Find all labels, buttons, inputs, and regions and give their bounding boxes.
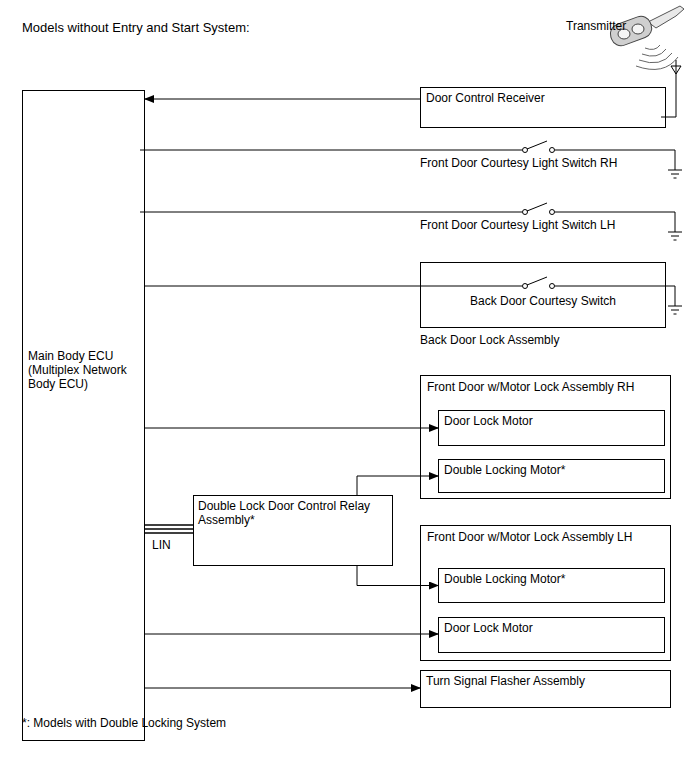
wire-line: [145, 524, 193, 525]
switch-back-door: [420, 277, 682, 314]
assembly-box: Back Door Courtesy SwitchBack Door Lock …: [420, 262, 666, 328]
wire-line: [145, 286, 420, 287]
box-label: Turn Signal Flasher Assembly: [421, 671, 670, 691]
title: Models without Entry and Start System:: [22, 21, 250, 35]
flasher-box: Turn Signal Flasher Assembly: [420, 670, 671, 708]
motor-box: Door Lock Motor: [438, 617, 665, 653]
switch-name: Front Door Courtesy Light Switch RH: [420, 156, 617, 170]
bus-name: LIN: [152, 538, 171, 552]
wire-line: [357, 566, 438, 586]
switch-lh: [140, 203, 682, 240]
wire-line: [145, 688, 420, 689]
box-label: Door Control Receiver: [421, 88, 665, 108]
assembly-box: Front Door w/Motor Lock Assembly RH Door …: [420, 375, 671, 499]
motor-box: Door Lock Motor: [438, 410, 665, 446]
wire-line: [357, 476, 438, 495]
switch-rh: [140, 141, 682, 178]
wire-line: [145, 428, 438, 429]
device-name: Transmitter: [566, 19, 626, 33]
box-label: Front Door w/Motor Lock Assembly LH: [421, 526, 670, 548]
motor-box: Double Locking Motor*: [438, 568, 665, 603]
box-label: Double Locking Motor*: [439, 569, 664, 589]
box-label: Door Lock Motor: [439, 411, 664, 431]
switch-name: Front Door Courtesy Light Switch LH: [420, 218, 615, 232]
wire: [145, 634, 438, 635]
wire-line: [145, 634, 438, 635]
wire: [145, 428, 438, 429]
box-label: Double Lock Door Control Relay Assembly*: [194, 496, 392, 530]
wire-line: [145, 528, 193, 529]
motor-box: Double Locking Motor*: [438, 459, 665, 493]
transmitter-icon: [608, 6, 684, 69]
box-label: Back Door Courtesy Switch: [421, 294, 665, 308]
wire: [357, 566, 438, 586]
lin-bus: [145, 525, 193, 533]
antenna-wire: [661, 68, 676, 117]
wire: [145, 688, 420, 689]
box-heading: Back Door Lock Assembly: [420, 333, 559, 347]
caption: *: Models with Double Locking System: [22, 716, 226, 730]
assembly-box: Front Door w/Motor Lock Assembly LH Doubl…: [420, 525, 671, 661]
box-label: Door Lock Motor: [439, 618, 664, 638]
wire-line: [145, 99, 420, 100]
wire: [357, 476, 438, 495]
wire: [145, 99, 420, 100]
wire: [145, 286, 420, 287]
box-label: Double Locking Motor*: [439, 460, 664, 480]
ecu-box: Main Body ECU (Multiplex Network Body EC…: [22, 90, 145, 741]
relay-box: Double Lock Door Control Relay Assembly*: [193, 495, 393, 566]
wire-line: [145, 532, 193, 533]
receiver-box: Door Control Receiver: [420, 87, 666, 128]
box-label: Main Body ECU (Multiplex Network Body EC…: [23, 349, 144, 391]
box-label: Front Door w/Motor Lock Assembly RH: [421, 376, 670, 398]
